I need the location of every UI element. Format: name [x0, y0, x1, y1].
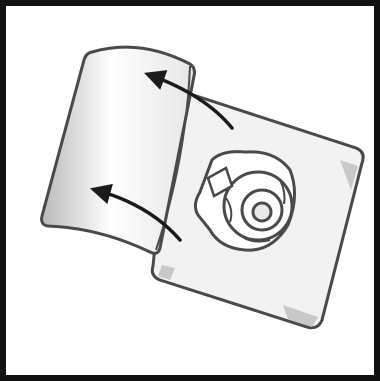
- illustration-frame: [0, 0, 380, 381]
- peel-diagram: [0, 0, 380, 381]
